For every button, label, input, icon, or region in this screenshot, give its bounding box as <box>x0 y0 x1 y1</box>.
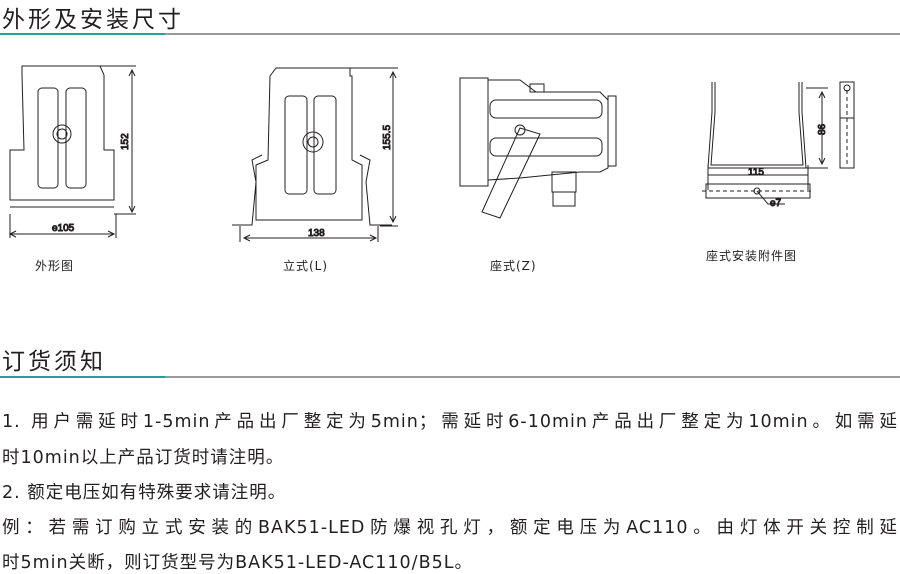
divider-accent <box>0 376 165 378</box>
dim-width-138: 138 <box>308 228 325 239</box>
drawing-bracket <box>702 81 855 205</box>
dim-height-152: 152 <box>120 133 131 150</box>
order-note-line: 1. 用户需延时1-5min产品出厂整定为5min；需延时6-10min产品出厂… <box>2 412 898 432</box>
drawing-outline-view <box>8 65 136 238</box>
dim-height-86: 86 <box>817 123 828 135</box>
caption-bracket: 座式安装附件图 <box>706 249 798 263</box>
dim-width-105: ө105 <box>52 223 75 234</box>
caption-seat: 座式(Z) <box>490 259 537 273</box>
section-title-ordering: 订货须知 <box>2 349 106 375</box>
dim-width-115: 115 <box>748 167 764 178</box>
section-divider <box>0 376 900 378</box>
section-title-dimensions: 外形及安装尺寸 <box>2 7 184 33</box>
divider-accent <box>0 33 165 35</box>
dim-height-155-5: 155.5 <box>382 125 393 150</box>
drawing-seat-mount <box>459 77 617 219</box>
order-note-line: 时10min以上产品订货时请注明。 <box>2 448 285 468</box>
caption-vertical: 立式(L) <box>283 259 329 273</box>
caption-outline: 外形图 <box>35 259 75 273</box>
drawing-vertical-mount <box>232 67 398 242</box>
dimension-drawings: 152 ө105 155.5 138 86 <box>8 65 855 242</box>
order-note-line: 2. 额定电压如有特殊要求请注明。 <box>2 483 287 503</box>
section-divider <box>0 33 900 35</box>
order-note-line: 例：若需订购立式安装的BAK51-LED防爆视孔灯，额定电压为AC110。由灯体… <box>2 518 898 538</box>
order-note-line: 时5min关断，则订货型号为BAK51-LED-AC110/B5L。 <box>2 553 473 573</box>
dim-hole-7: ө7 <box>770 198 782 209</box>
